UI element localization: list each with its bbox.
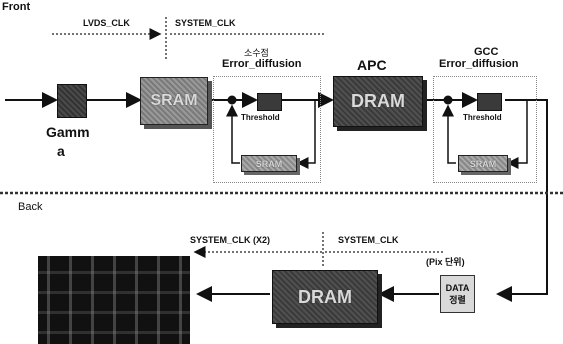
data-align-line2: 정렬 [449, 294, 466, 306]
data-align-block: DATA 정렬 [440, 275, 475, 313]
threshold1-block [257, 93, 282, 111]
ed1-title: Error_diffusion [222, 58, 301, 70]
system-clk-bottom-label: SYSTEM_CLK [338, 235, 399, 245]
gcc-label: GCC [474, 46, 498, 58]
threshold2-label: Threshold [463, 113, 502, 122]
gamma-label-line2: a [57, 143, 65, 159]
threshold1-label: Threshold [241, 113, 280, 122]
pix-unit-label: (Pix 단위) [426, 255, 465, 268]
sram-loop2-block: SRAM [458, 155, 508, 172]
back-dram-block: DRAM [272, 270, 378, 324]
threshold2-block [477, 93, 502, 111]
gamma-label-line1: Gamm [46, 124, 90, 140]
back-label: Back [18, 201, 42, 213]
front-label: Front [2, 1, 30, 13]
system-clk-top-label: SYSTEM_CLK [175, 18, 236, 28]
apc-label: APC [357, 57, 387, 73]
data-align-line1: DATA [446, 282, 470, 294]
output-image [38, 256, 190, 344]
system-clk-x2-label: SYSTEM_CLK (X2) [190, 235, 270, 245]
sram-main-block: SRAM [140, 77, 208, 125]
sram-loop1-block: SRAM [241, 155, 297, 172]
apc-dram-block: DRAM [333, 76, 423, 127]
gamma-block [57, 84, 87, 118]
lvds-clk-label: LVDS_CLK [83, 18, 130, 28]
ed2-title: Error_diffusion [439, 58, 518, 70]
